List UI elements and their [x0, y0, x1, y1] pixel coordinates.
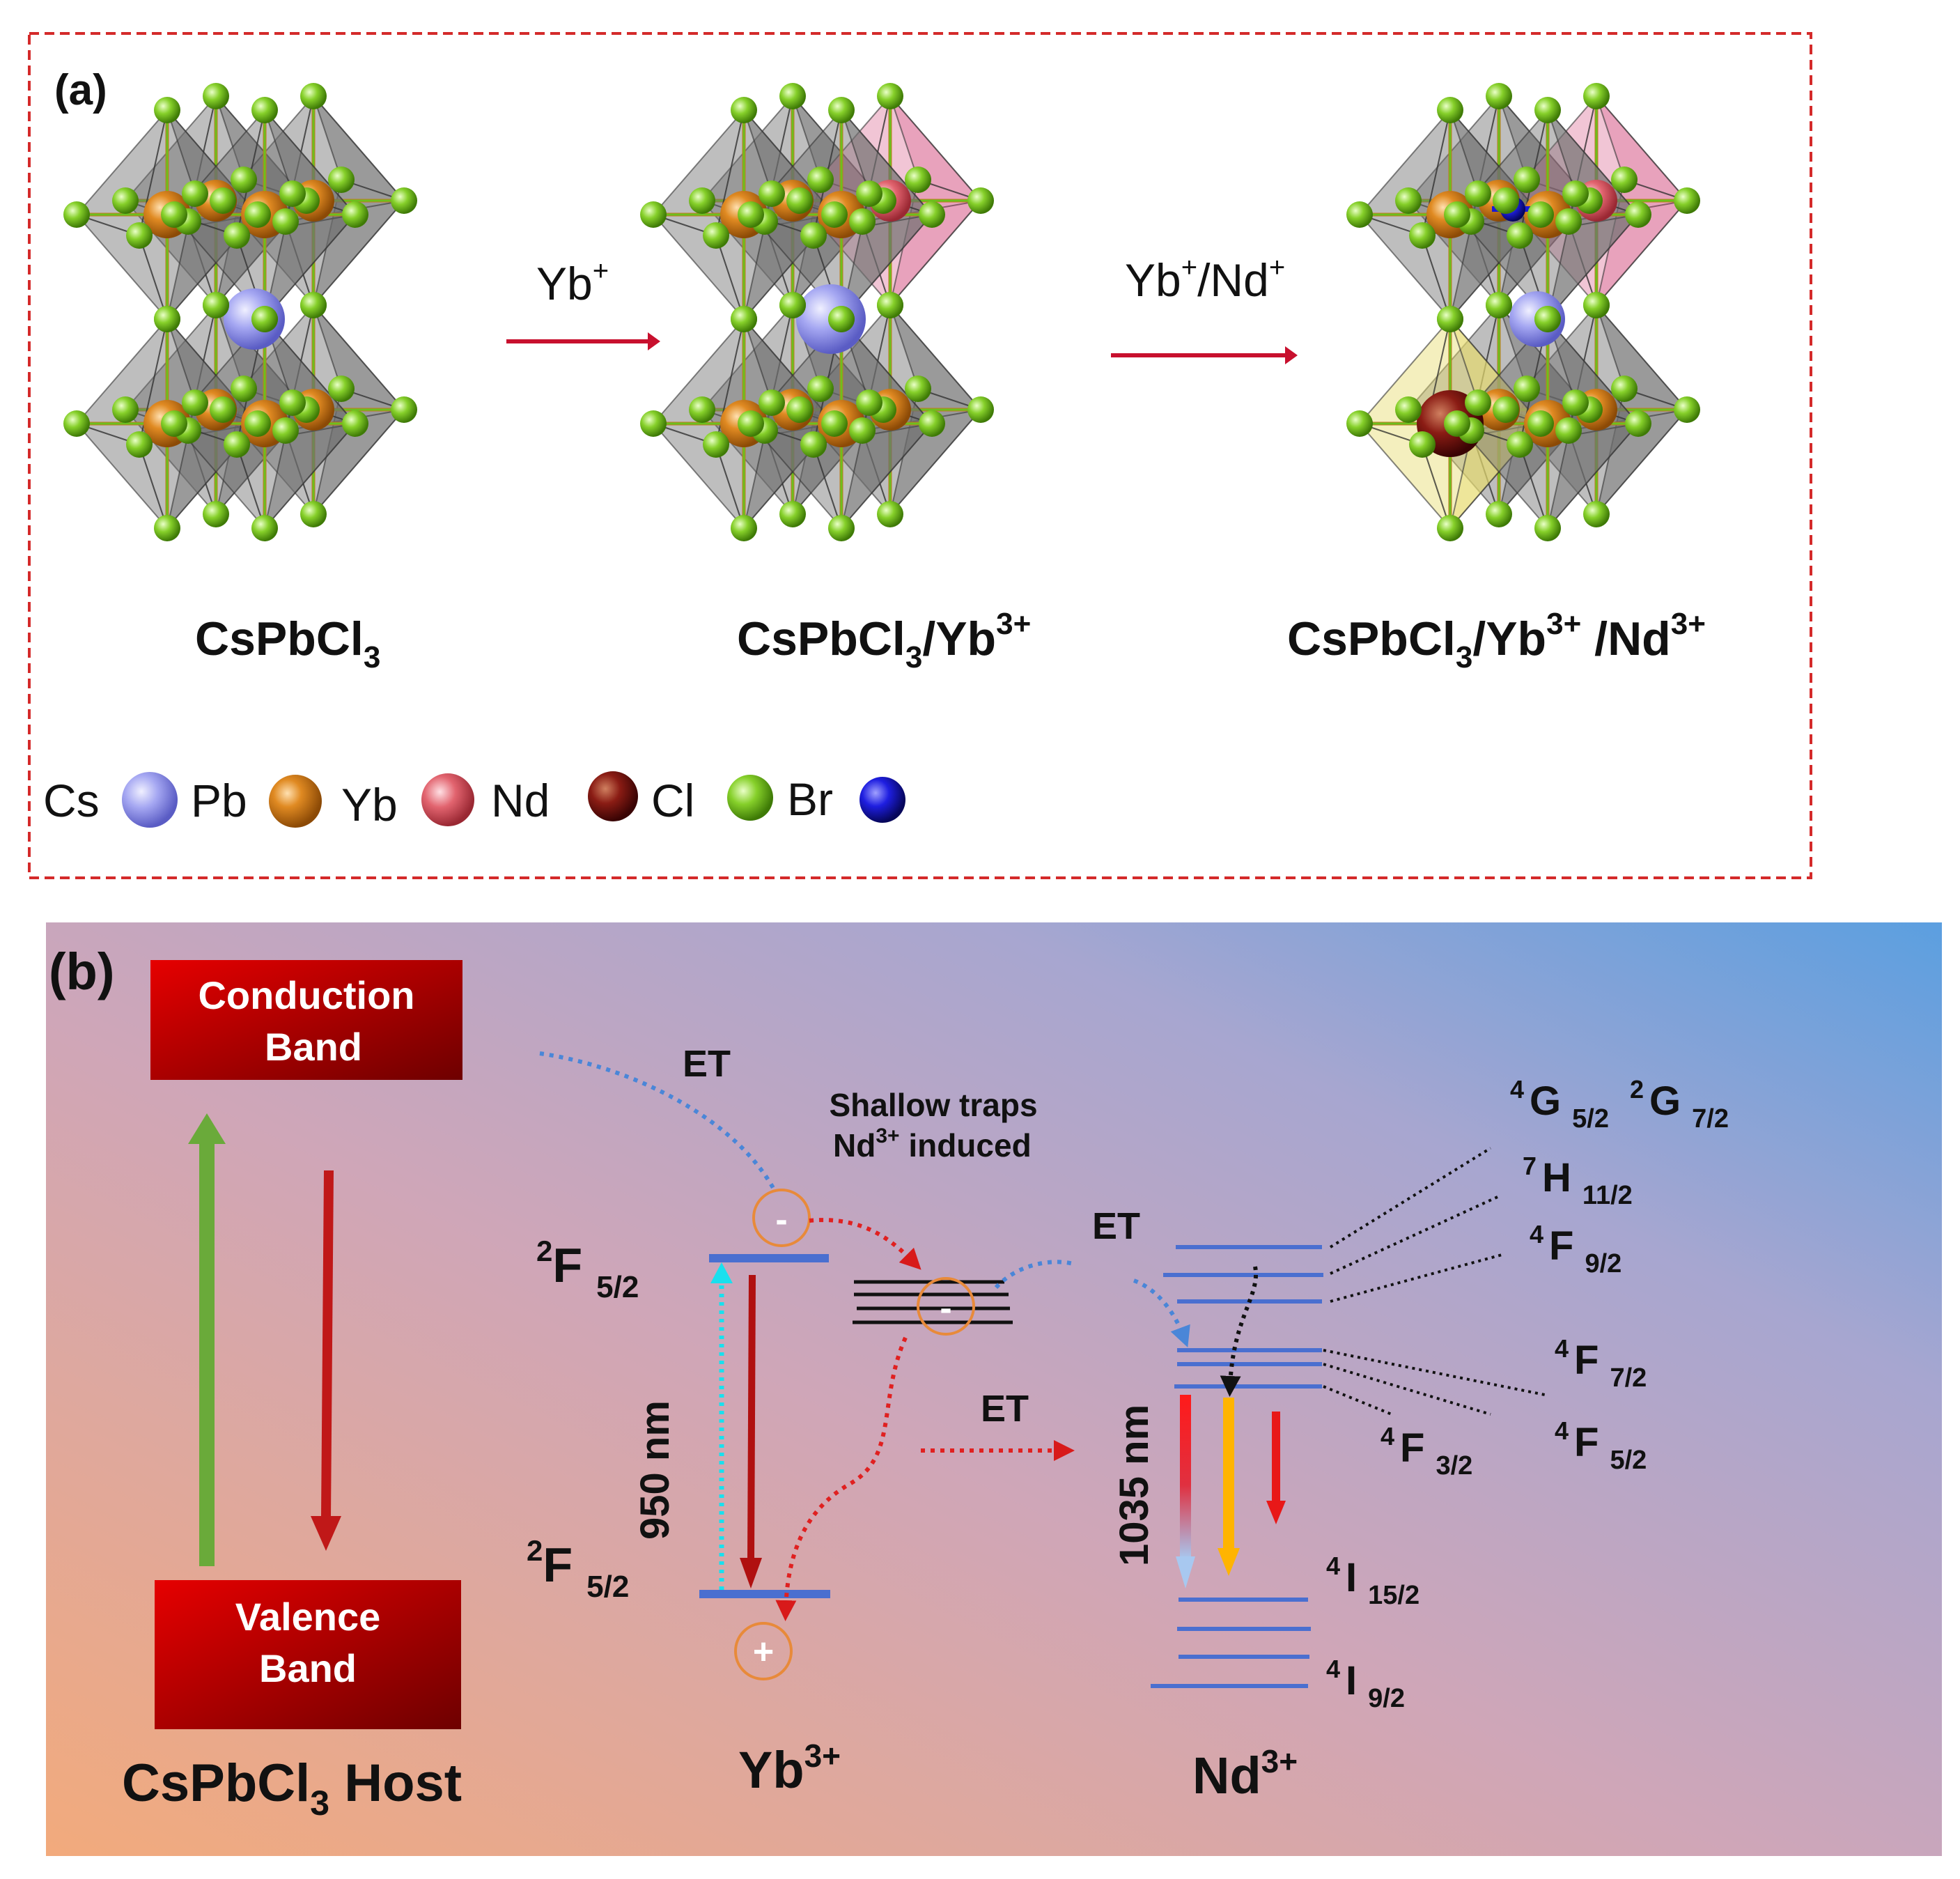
arrow-yb-nd-doping: Yb+/Nd+: [1111, 252, 1298, 364]
svg-text:+: +: [753, 1632, 774, 1672]
legend-label-nd: Nd: [491, 775, 550, 826]
conduction-band-line2: Band: [265, 1025, 362, 1069]
et-path-into-nd: [1133, 1278, 1190, 1348]
legend-sphere-cs: [122, 772, 178, 828]
legend-sphere-pb: [269, 775, 322, 828]
valence-band: Valence Band: [155, 1580, 461, 1729]
nd-ion-label: Nd3+: [1192, 1743, 1298, 1804]
yb-electron: -: [752, 1189, 811, 1247]
yb-hole: +: [734, 1622, 793, 1680]
conduction-band: Conduction Band: [150, 960, 462, 1080]
excitation-arrow: [188, 1113, 226, 1566]
label-cspbcl3: CsPbCl3: [195, 612, 380, 674]
panel-a: (a) Yb+ Yb+/Nd+ CsPbCl3 CsPbCl3/Yb3+ CsP…: [28, 32, 1812, 879]
panel-a-label: (a): [54, 66, 107, 114]
nd-term-leaders: [1323, 1147, 1546, 1416]
arrow-yb-label: Yb+: [536, 256, 609, 309]
svg-text:-: -: [940, 1288, 951, 1329]
yb-ion-label: Yb3+: [738, 1738, 841, 1799]
legend-label-cl: Cl: [651, 775, 694, 826]
yb-absorption-arrow: [710, 1262, 733, 1590]
shallow-traps: [853, 1280, 1013, 1324]
structure-cspbcl3: [63, 83, 417, 541]
shallow-traps-label-2: Nd3+ induced: [833, 1124, 1032, 1163]
panel-a-frame: [28, 32, 1812, 879]
valence-band-line1: Valence: [235, 1595, 381, 1639]
wavelength-950: 950 nm: [632, 1400, 678, 1540]
arrow-yb-doping: Yb+: [506, 256, 660, 350]
legend-label-br: Br: [787, 773, 833, 825]
et-label-1: ET: [683, 1043, 731, 1085]
et-path-trap-to-nd: [994, 1260, 1077, 1290]
conduction-band-line1: Conduction: [198, 973, 414, 1017]
valence-band-line2: Band: [259, 1646, 357, 1690]
legend-label-cs: Cs: [43, 775, 100, 826]
et-label-2: ET: [1092, 1205, 1140, 1247]
et-label-3: ET: [981, 1388, 1029, 1430]
panel-b-label: (b): [49, 943, 115, 1000]
structure-cspbcl3-yb: [640, 83, 994, 541]
label-cspbcl3-yb: CsPbCl3/Yb3+: [737, 607, 1031, 674]
legend-sphere-nd: [588, 771, 638, 821]
trap-electron: -: [917, 1277, 975, 1336]
structure-cspbcl3-yb-nd: [1346, 83, 1700, 541]
arrow-yb-nd-label: Yb+/Nd+: [1125, 252, 1285, 306]
nd-emission-arrow-2: [1218, 1398, 1240, 1576]
panel-b: (b) Conduction Band Valence Band CsPbCl3…: [46, 922, 1942, 1856]
atom-legend: Cs Pb Yb Nd Cl Br: [43, 771, 905, 830]
nd-emission-arrow-1: [1176, 1395, 1195, 1588]
label-cspbcl3-yb-nd: CsPbCl3/Yb3+ /Nd3+: [1287, 607, 1706, 674]
legend-sphere-yb: [421, 773, 474, 826]
host-label: CsPbCl3 Host: [122, 1754, 462, 1823]
legend-label-pb: Pb: [191, 775, 247, 826]
nd-nonradiative-arrow: [1220, 1266, 1259, 1397]
svg-text:-: -: [775, 1200, 787, 1240]
yb-emission-arrow: [740, 1274, 762, 1588]
nd-emission-arrow-3: [1266, 1412, 1286, 1524]
legend-sphere-br: [860, 777, 905, 823]
recombination-arrow: [311, 1170, 341, 1551]
shallow-traps-label-1: Shallow traps: [829, 1087, 1037, 1123]
legend-label-yb: Yb: [341, 779, 398, 830]
wavelength-1035: 1035 nm: [1112, 1405, 1157, 1566]
legend-sphere-cl: [727, 775, 773, 821]
